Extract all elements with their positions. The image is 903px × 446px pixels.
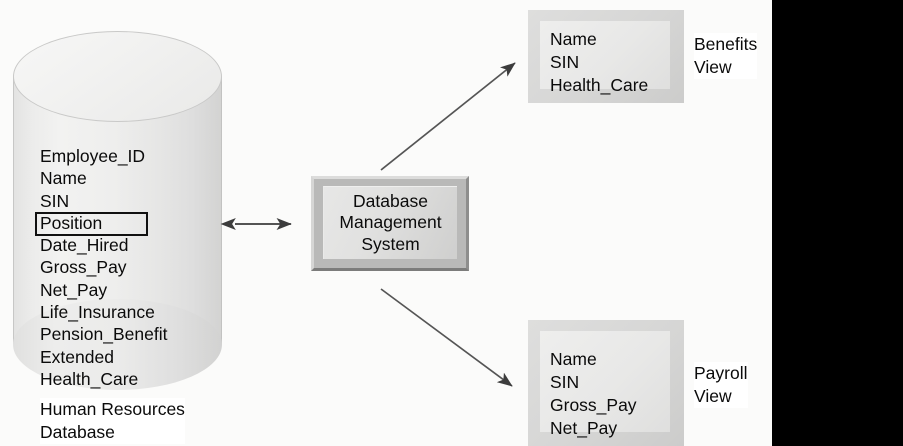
database-field: Date_Hired (40, 234, 240, 256)
database-field: Pension_Benefit (40, 323, 240, 345)
database-caption-line-2: Database (40, 422, 115, 442)
payroll-view-field: Gross_Pay (550, 395, 637, 415)
database-field-list: Employee_ID Name SIN Position Date_Hired… (35, 145, 240, 390)
arrow-dbms-to-payroll-view (380, 288, 513, 387)
cylinder-top-ellipse (13, 31, 222, 122)
dbms-face: Database Management System (323, 186, 457, 259)
database-field: Net_Pay (40, 279, 240, 301)
database-field-label: Pension_Benefit (40, 324, 168, 345)
database-field-label: Employee_ID (40, 146, 146, 166)
database-field-label: SIN (40, 190, 70, 211)
benefits-view-field: SIN (550, 52, 580, 72)
benefits-view-label-line-2: View (694, 57, 732, 77)
payroll-view-box: Name SIN Gross_Pay Net_Pay (528, 320, 684, 446)
database-field-label: Extended (40, 346, 114, 367)
benefits-view-label-line-1: Benefits (694, 34, 758, 54)
database-field-position-highlighted: Position (35, 211, 240, 236)
database-field: SIN (40, 190, 240, 212)
database-field-label: Name (40, 168, 87, 189)
database-field-label: Net_Pay (40, 279, 108, 300)
benefits-view-box: Name SIN Health_Care (528, 10, 684, 103)
benefits-view-label: Benefits View (694, 33, 758, 79)
database-field-label: Position (35, 211, 149, 236)
payroll-view-field: SIN (550, 372, 580, 392)
dbms-label-line-2: Management (339, 212, 442, 233)
database-field: Extended (40, 346, 240, 368)
database-field-label: Health_Care (40, 368, 139, 389)
database-field: Employee_ID (40, 145, 240, 167)
database-field-label: Gross_Pay (40, 257, 127, 278)
payroll-view-field: Net_Pay (550, 418, 618, 438)
database-caption-line-1: Human Resources (40, 399, 185, 419)
cylinder-bottom-ellipse (13, 299, 222, 390)
human-resources-database-cylinder (13, 31, 222, 390)
dbms-label-line-3: System (361, 233, 420, 254)
database-management-system-box: Database Management System (311, 176, 469, 271)
benefits-view-field-list: Name SIN Health_Care (550, 28, 648, 97)
arrow-dbms-to-benefits-view (380, 62, 516, 171)
database-caption: Human Resources Database (40, 398, 185, 444)
benefits-view-inner-panel (540, 21, 670, 89)
dbms-label-line-1: Database (353, 190, 428, 211)
payroll-view-label-line-1: Payroll (694, 363, 748, 383)
payroll-view-field-list: Name SIN Gross_Pay Net_Pay (550, 348, 637, 440)
payroll-view-label: Payroll View (694, 362, 748, 408)
benefits-view-field: Name (550, 29, 597, 49)
database-field: Gross_Pay (40, 256, 240, 278)
database-field: Health_Care (40, 368, 240, 390)
database-field: Life_Insurance (40, 301, 240, 323)
payroll-view-inner-panel (540, 331, 670, 432)
payroll-view-field: Name (550, 349, 597, 369)
benefits-view-field: Health_Care (550, 75, 649, 95)
database-field-label: Life_Insurance (40, 302, 155, 323)
right-black-gutter (772, 0, 903, 446)
payroll-view-label-line-2: View (694, 386, 732, 406)
database-field-label: Date_Hired (40, 235, 129, 256)
database-field: Name (40, 167, 240, 189)
